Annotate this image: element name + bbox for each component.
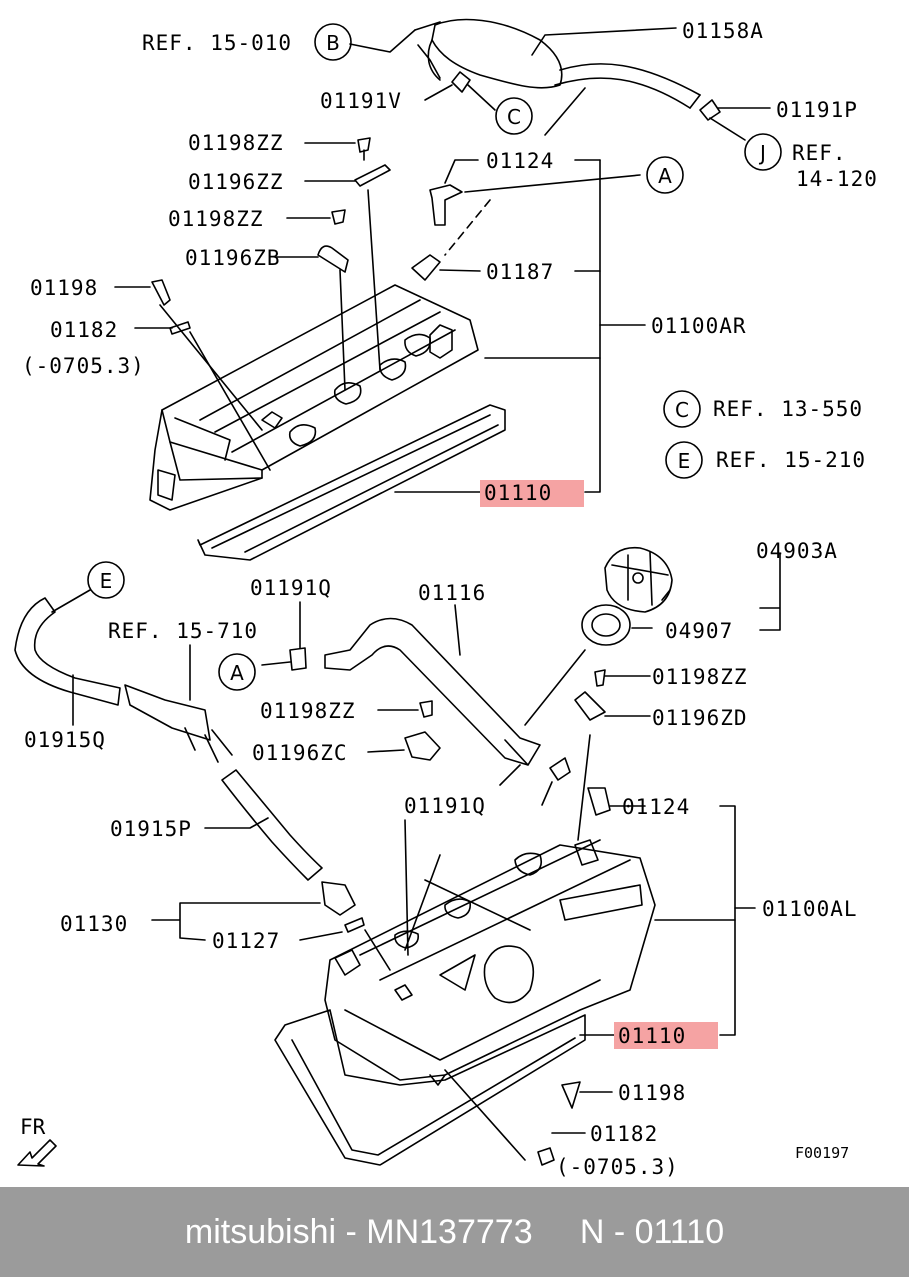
label-01198zz-4: 01198ZZ [260,699,356,723]
circle-c-top [495,97,533,135]
figure-code: F00197 [795,1144,849,1162]
label-01158a: 01158A [682,19,764,43]
breather-hose-top-illustration [414,18,721,121]
circle-c-top-text: C [507,105,521,129]
circle-a-top-text: A [658,164,672,188]
valve-cover-rh-illustration [149,284,479,511]
exploded-parts-diagram: B C J A C E E A REF. 15-010 01158A 01191… [14,18,878,1179]
circle-j-text: J [758,141,766,165]
gasket-lh-illustration [274,1009,586,1166]
top-small-parts [151,137,463,335]
label-ref-15-010: REF. 15-010 [142,31,292,55]
circle-b [314,23,352,61]
circle-a-left-text: A [230,661,244,685]
label-01124-bottom: 01124 [622,795,690,819]
oil-cap-gasket-illustration [581,604,631,646]
label-01196zb: 01196ZB [185,246,281,270]
label-ref-15-210: REF. 15-210 [716,448,866,472]
label-01915p: 01915P [110,817,192,841]
circle-c-legend [663,390,701,428]
label-01196zd: 01196ZD [652,706,748,730]
highlight-01110-top [480,480,584,507]
footer-brand: mitsubishi [184,1212,337,1251]
label-04903a: 04903A [756,539,838,563]
circle-e-legend [665,441,703,479]
label-ref-13-550: REF. 13-550 [713,397,863,421]
label-01100al: 01100AL [762,897,858,921]
circle-j [744,133,782,171]
circle-a-top [646,156,684,194]
hose-01915q-illustration [14,597,121,706]
label-04907: 04907 [665,619,733,643]
circle-c-legend-text: C [675,398,689,422]
pcv-hose-01116-illustration [324,617,541,766]
circle-e-legend-text: E [678,449,691,473]
label-01127: 01127 [212,929,280,953]
label-01196zc: 01196ZC [252,741,348,765]
label-01130: 01130 [60,912,128,936]
label-01191q-2: 01191Q [404,794,486,818]
gasket-rh-illustration [197,404,506,561]
direction-label: FR [20,1115,46,1139]
bottom-leader-lines [51,552,781,1161]
label-ref-14-120-a: REF. [792,141,847,165]
circle-b-text: B [326,31,340,55]
label-01191q-1: 01191Q [250,576,332,600]
label-01198-bottom: 01198 [618,1081,686,1105]
label-01110-top: 01110 [484,481,552,505]
footer-reference: N - 01110 [579,1212,725,1251]
label-01196zz: 01196ZZ [188,170,284,194]
footer-part-number: MN137773 [366,1212,533,1251]
label-ref-14-120-b: 14-120 [796,167,878,191]
label-01182-top: 01182 [50,318,118,342]
label-01915q: 01915Q [24,728,106,752]
top-leader-lines [114,27,771,493]
front-direction-arrow-icon [17,1139,57,1167]
label-01198zz-3: 01198ZZ [652,665,748,689]
valve-cover-lh-illustration [324,839,656,1086]
footer-gap [533,1213,580,1252]
circle-e-left-text: E [100,569,113,593]
circle-a-left [218,653,256,691]
part-info-footer: mitsubishi - MN137773 N - 01110 [0,1187,909,1277]
footer-separator: - [336,1212,367,1251]
label-01191p: 01191P [776,98,858,122]
label-01198zz-1: 01198ZZ [188,131,284,155]
label-01198-top: 01198 [30,276,98,300]
label-01191v: 01191V [320,89,402,113]
label-ref-15-710: REF. 15-710 [108,619,258,643]
label-range-top: (-0705.3) [22,354,145,378]
hose-01915p-illustration [221,769,323,881]
label-01187: 01187 [486,260,554,284]
oil-filler-cap-illustration [604,546,673,613]
label-range-bottom: (-0705.3) [556,1155,679,1179]
label-01198zz-2: 01198ZZ [168,207,264,231]
label-01110-bottom: 01110 [618,1024,686,1048]
label-01116: 01116 [418,581,486,605]
label-01124-top: 01124 [486,149,554,173]
label-01182-bottom: 01182 [590,1122,658,1146]
label-01100ar: 01100AR [651,314,747,338]
circle-e-left [87,561,125,599]
connector-ref-15-710-illustration [124,684,233,763]
highlight-01110-bottom [614,1022,718,1049]
